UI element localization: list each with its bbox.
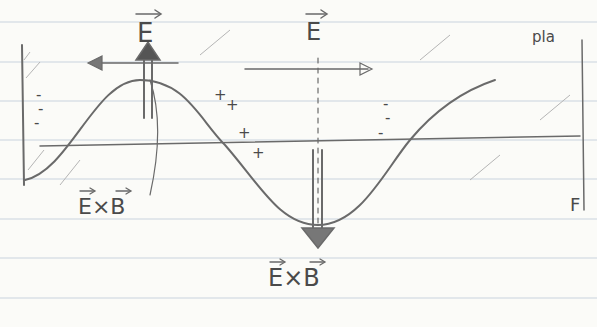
charge-sign: - [383, 97, 388, 112]
vector-label: E [137, 20, 153, 46]
note-text: pla [532, 30, 555, 45]
charge-sign: - [38, 102, 43, 117]
charge-sign: - [378, 126, 383, 141]
vector-label: E [306, 20, 321, 44]
charge-sign: - [36, 88, 41, 103]
charge-sign: - [34, 116, 39, 131]
charge-sign: + [214, 88, 227, 103]
charge-sign: - [385, 111, 390, 126]
note-text: F [570, 196, 580, 214]
charge-sign: + [226, 98, 239, 113]
drift-label: E×B [78, 196, 125, 218]
charge-sign: + [238, 126, 251, 141]
drift-label: E×B [268, 266, 320, 290]
charge-sign: + [252, 146, 265, 161]
